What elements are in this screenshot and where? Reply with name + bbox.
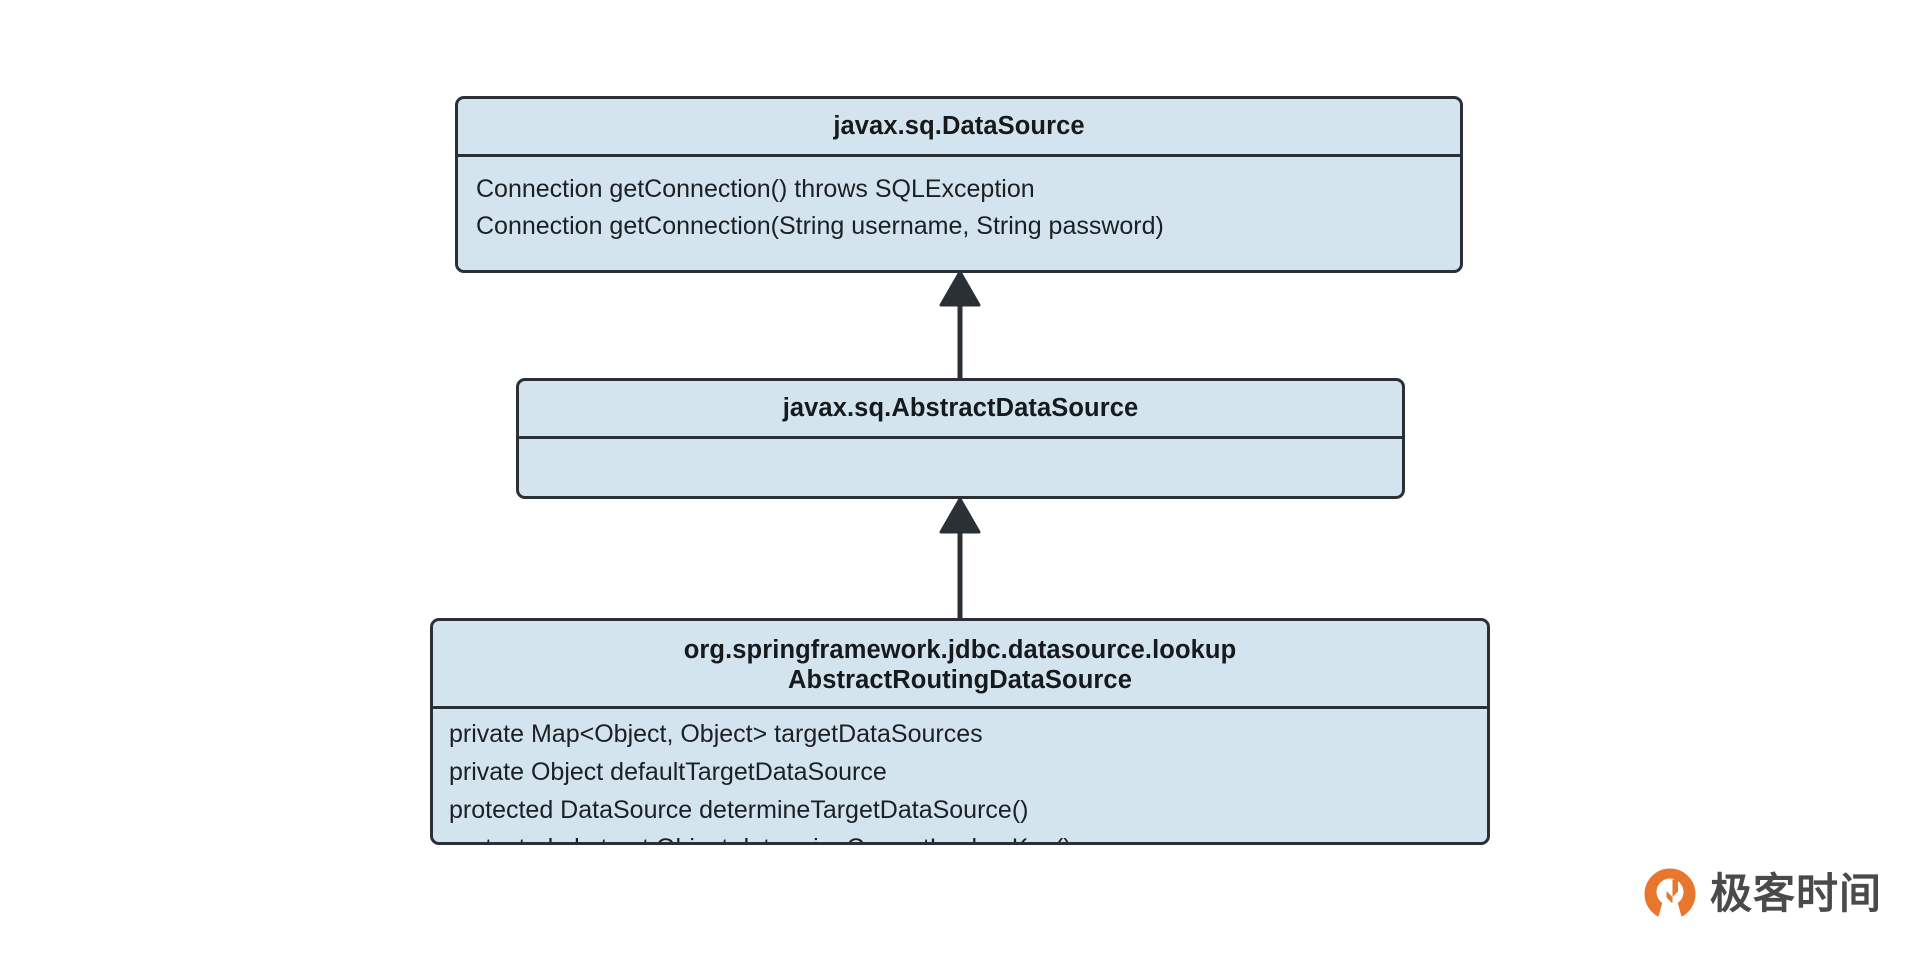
logo-text: 极客时间 [1710, 869, 1883, 918]
class-members-routingdatasource: private Map<Object, Object> targetDataSo… [433, 709, 1487, 842]
class-box-abstractdatasource[interactable]: javax.sq.AbstractDataSource [516, 378, 1405, 499]
class-title-datasource: javax.sq.DataSource [458, 99, 1460, 154]
class-member: private Map<Object, Object> targetDataSo… [449, 720, 983, 748]
class-divider [458, 154, 1460, 157]
relation-inherit-abstract-to-datasource [939, 270, 981, 378]
class-title-line: javax.sq.DataSource [833, 112, 1085, 140]
class-divider [433, 706, 1487, 709]
class-title-line-package: org.springframework.jdbc.datasource.look… [683, 635, 1237, 664]
class-member: Connection getConnection(String username… [476, 212, 1164, 240]
class-title-abstractdatasource: javax.sq.AbstractDataSource [519, 381, 1402, 436]
class-members-datasource: Connection getConnection() throws SQLExc… [458, 157, 1460, 245]
class-title-line-name: AbstractRoutingDataSource [788, 665, 1132, 694]
class-member: Connection getConnection() throws SQLExc… [476, 175, 1035, 203]
class-member: protected DataSource determineTargetData… [449, 796, 1029, 824]
class-title-line: javax.sq.AbstractDataSource [782, 394, 1139, 422]
class-divider [519, 436, 1402, 439]
relation-inherit-routing-to-abstract [939, 497, 981, 618]
class-box-routingdatasource[interactable]: org.springframework.jdbc.datasource.look… [430, 618, 1490, 845]
geektime-logo-icon [1644, 868, 1696, 917]
class-box-datasource[interactable]: javax.sq.DataSource Connection getConnec… [455, 96, 1463, 273]
watermark-logo: 极客时间 [1642, 866, 1882, 922]
class-member: private Object defaultTargetDataSource [449, 758, 887, 786]
class-title-routingdatasource: org.springframework.jdbc.datasource.look… [433, 621, 1487, 706]
class-members-abstractdatasource [519, 439, 1402, 496]
class-member: protected abstract Object determineCurre… [449, 829, 1487, 842]
